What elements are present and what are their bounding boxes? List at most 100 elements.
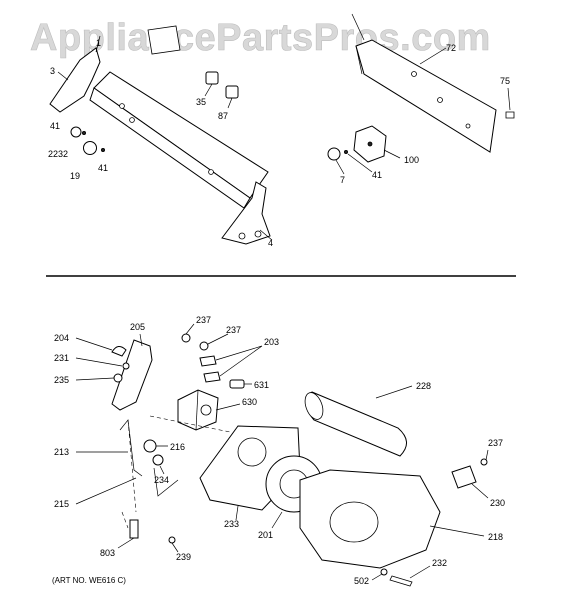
- back-panel-assembly: [327, 13, 515, 175]
- part-233-ring: [237, 437, 267, 467]
- part-213-belt: [119, 419, 143, 477]
- control-panel-assembly: [49, 25, 273, 245]
- part-502: [380, 568, 388, 576]
- label-215: 215: [54, 499, 69, 509]
- label-232: 232: [432, 558, 447, 568]
- part-239: [168, 536, 176, 544]
- leader-100: [383, 149, 401, 159]
- leader-205: [139, 333, 143, 347]
- part-7-knob: [327, 147, 341, 161]
- part-228-end: [304, 392, 324, 420]
- leader-218: [429, 525, 485, 537]
- label-41-c: 41: [372, 170, 382, 180]
- part-205-bracket: [111, 339, 153, 411]
- leader-502-232: [371, 565, 431, 581]
- part-4-hole-1: [238, 232, 246, 240]
- label-239: 239: [176, 552, 191, 562]
- leader-630: [215, 403, 241, 411]
- leader-35-87: [204, 83, 233, 109]
- label-631: 631: [254, 380, 269, 390]
- part-203-a: [199, 355, 217, 367]
- label-216: 216: [170, 442, 185, 452]
- leader-204: [75, 337, 113, 351]
- leader-1a: [95, 35, 101, 53]
- part-3-shape: [49, 47, 101, 113]
- part-215-spring: [153, 467, 179, 497]
- leader-231-235: [75, 357, 123, 381]
- leader-230-237: [471, 449, 489, 499]
- part-100-dot: [367, 141, 373, 147]
- label-228: 228: [416, 381, 431, 391]
- label-41-b: 41: [98, 163, 108, 173]
- leader-75: [507, 87, 511, 111]
- label-204: 204: [54, 333, 69, 343]
- bottom-part-labels: 204 205 231 235 237 237 203 631 630 228 …: [54, 315, 505, 586]
- screw-2232: [82, 130, 87, 135]
- part-234: [152, 454, 164, 466]
- part-75-shape: [505, 111, 515, 119]
- screw-41: [101, 147, 106, 152]
- watermark-text: AppliancePartsPros.com: [30, 17, 491, 59]
- part-237-c: [480, 458, 488, 466]
- label-218: 218: [488, 532, 503, 542]
- leader-3: [57, 71, 69, 81]
- part-630-dial: [200, 404, 212, 416]
- knob-19: [83, 141, 97, 155]
- part-237-b: [199, 341, 209, 351]
- leader-72-top: [351, 13, 365, 41]
- part-237-a: [181, 333, 191, 343]
- leader-233: [235, 505, 239, 521]
- leader-213-216-234-215: [75, 445, 168, 505]
- back-panel-hole-3: [465, 123, 471, 129]
- back-panel-hole-1: [411, 71, 417, 77]
- label-502: 502: [354, 576, 369, 586]
- label-72: 72: [446, 43, 456, 53]
- label-630: 630: [242, 397, 257, 407]
- label-7: 7: [340, 175, 345, 185]
- leader-237-203: [185, 323, 263, 377]
- part-230: [451, 465, 477, 489]
- label-230: 230: [490, 498, 505, 508]
- part-204-clip: [111, 346, 127, 357]
- label-87: 87: [218, 111, 228, 121]
- part-218-port: [329, 501, 379, 543]
- part-216-pulley: [143, 439, 157, 453]
- part-203-b: [203, 371, 221, 383]
- label-803: 803: [100, 548, 115, 558]
- part-228-drum: [306, 391, 407, 457]
- part-4-hole-2: [254, 230, 262, 238]
- label-235: 235: [54, 375, 69, 385]
- panel-hole-3: [208, 169, 214, 175]
- leader-228: [375, 385, 413, 399]
- part-1-shape: [147, 25, 181, 55]
- part-631: [229, 379, 245, 389]
- label-213: 213: [54, 447, 69, 457]
- label-237-c: 237: [488, 438, 503, 448]
- label-231: 231: [54, 353, 69, 363]
- part-232: [389, 575, 413, 587]
- label-1: 1: [96, 38, 101, 48]
- leader-201: [271, 511, 283, 529]
- label-201: 201: [258, 530, 273, 540]
- leader-72: [419, 47, 447, 65]
- back-panel-hole-2: [437, 97, 443, 103]
- panel-hole-1: [119, 103, 125, 109]
- art-number: (ART NO. WE616 C): [52, 576, 126, 585]
- part-72-shape: [355, 39, 497, 153]
- guide-lines: [121, 415, 231, 529]
- label-35: 35: [196, 97, 206, 107]
- label-3: 3: [50, 66, 55, 76]
- label-4: 4: [268, 238, 273, 248]
- part-4-shape: [221, 181, 271, 245]
- label-237-b: 237: [226, 325, 241, 335]
- part-630-edge: [195, 389, 199, 431]
- drive-assembly: [75, 323, 489, 587]
- panel-hole-2: [129, 117, 135, 123]
- part-231: [122, 362, 130, 370]
- leader-7-41: [335, 153, 373, 175]
- top-part-labels: 1 3 41 2232 19 41 35 87 4 72 75 100 7 41: [48, 38, 510, 248]
- label-237-a: 237: [196, 315, 211, 325]
- part-41-screw: [343, 149, 348, 154]
- leader-4: [259, 229, 273, 241]
- label-41-a: 41: [50, 121, 60, 131]
